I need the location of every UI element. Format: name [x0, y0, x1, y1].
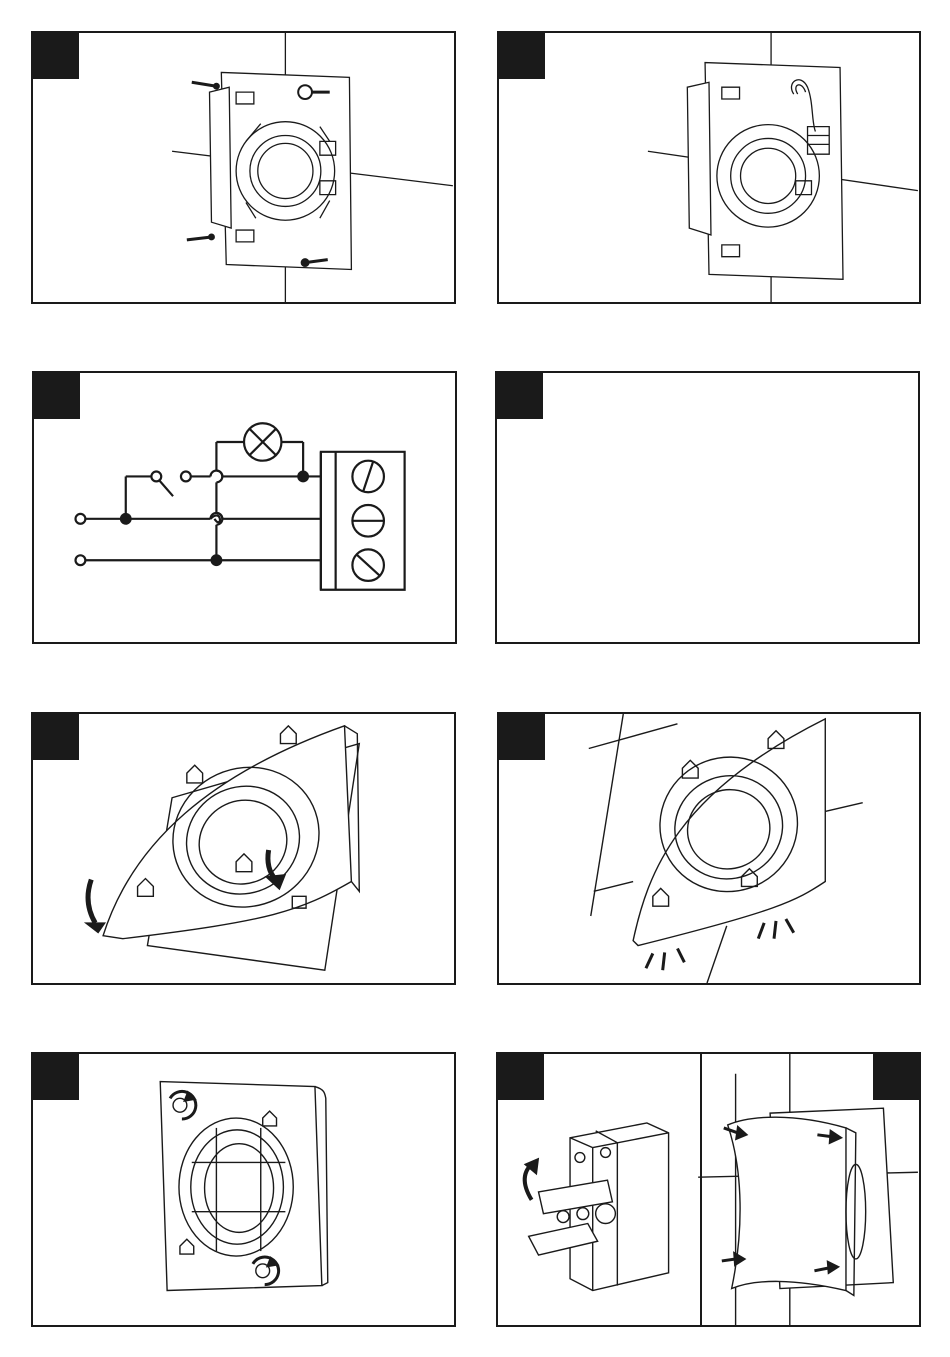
fan-base-wiring-illustration	[499, 33, 919, 302]
step-badge-1	[33, 33, 79, 79]
step-badge-6	[499, 714, 545, 760]
step-badge-4	[497, 373, 543, 419]
wiring-diagram	[34, 373, 455, 642]
step-panel-7	[31, 1052, 456, 1327]
tighten-screws-illustration	[33, 1054, 454, 1325]
step-panel-6	[497, 712, 921, 985]
circuit-breaker-icon	[529, 1123, 669, 1291]
switch-icon	[151, 472, 190, 497]
step-panel-5	[31, 712, 456, 985]
step-badge-7	[33, 1054, 79, 1100]
step-panel-2	[497, 31, 921, 304]
cover-click-illustration	[499, 714, 919, 983]
step-panel-3	[32, 371, 457, 644]
lamp-icon	[244, 423, 281, 460]
step-panel-8	[496, 1052, 921, 1327]
step-panel-1	[31, 31, 456, 304]
step-panel-4	[495, 371, 920, 644]
step-badge-8-right	[873, 1054, 919, 1100]
step-badge-2	[499, 33, 545, 79]
front-cover-attach-illustration	[33, 714, 454, 983]
step-badge-3	[34, 373, 80, 419]
switch-on-and-fascia-illustration	[498, 1054, 919, 1325]
fan-base-mounting-illustration	[33, 33, 454, 302]
step-badge-5	[33, 714, 79, 760]
step-badge-8	[498, 1054, 544, 1100]
